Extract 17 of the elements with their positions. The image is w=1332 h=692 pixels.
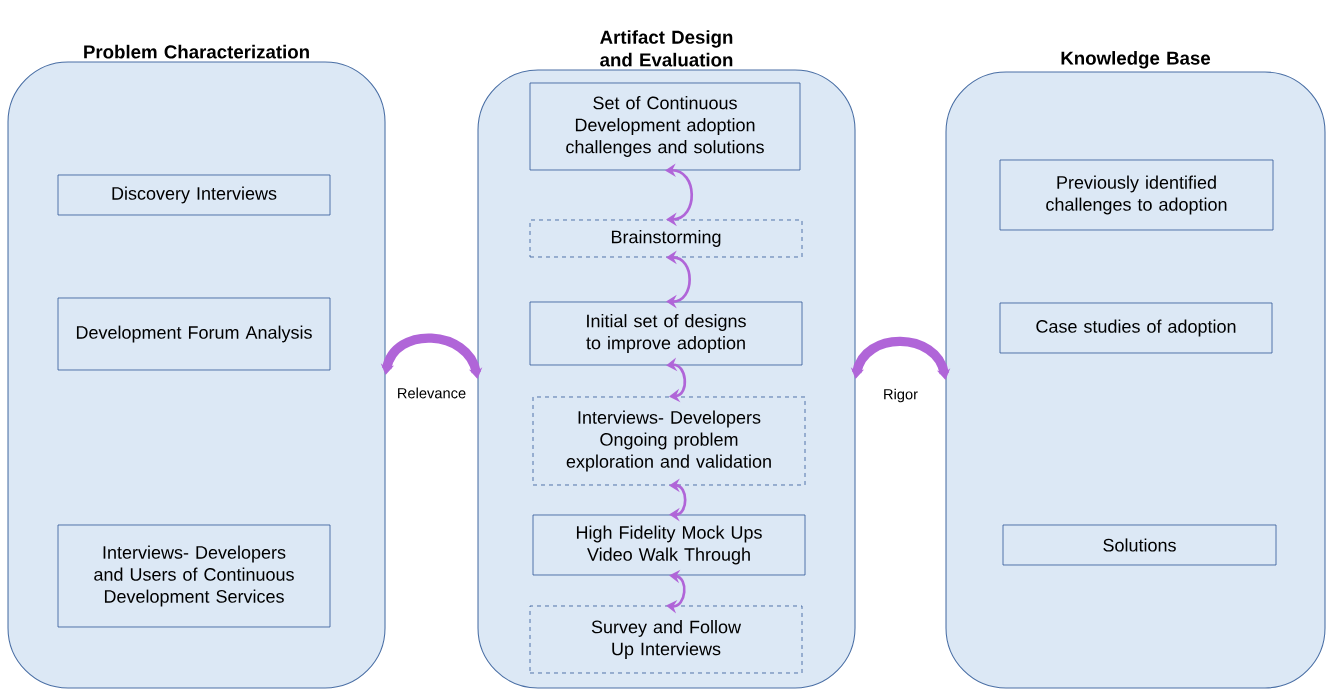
process-box: High Fidelity Mock Ups Video Walk Through <box>532 514 806 576</box>
edge-label: Rigor <box>881 387 920 404</box>
dashed-box: Survey and Follow Up Interviews <box>529 605 803 674</box>
process-box: Case studies of adoption <box>999 302 1273 354</box>
process-box: Solutions <box>1002 524 1277 566</box>
process-box: Initial set of designs to improve adoption <box>529 301 803 366</box>
process-box: Interviews- Developers and Users of Continuous Development Services <box>57 524 331 628</box>
process-box: Discovery Interviews <box>57 174 331 216</box>
dashed-box: Brainstorming <box>529 219 803 258</box>
process-box: Development Forum Analysis <box>57 297 331 371</box>
node-label: Knowledge Base <box>1061 51 1211 69</box>
edge-label: Relevance <box>395 386 468 400</box>
node-label: Problem Characterization <box>84 44 309 59</box>
process-box: Previously identified challenges to adoption <box>999 159 1274 231</box>
process-box: Set of Continuous Development adoption challenges and solutions <box>529 82 801 171</box>
node-label: Artifact Design and Evaluation <box>600 30 733 67</box>
dashed-box: Interviews- Developers Ongoing problem exploration and validation <box>532 396 806 486</box>
